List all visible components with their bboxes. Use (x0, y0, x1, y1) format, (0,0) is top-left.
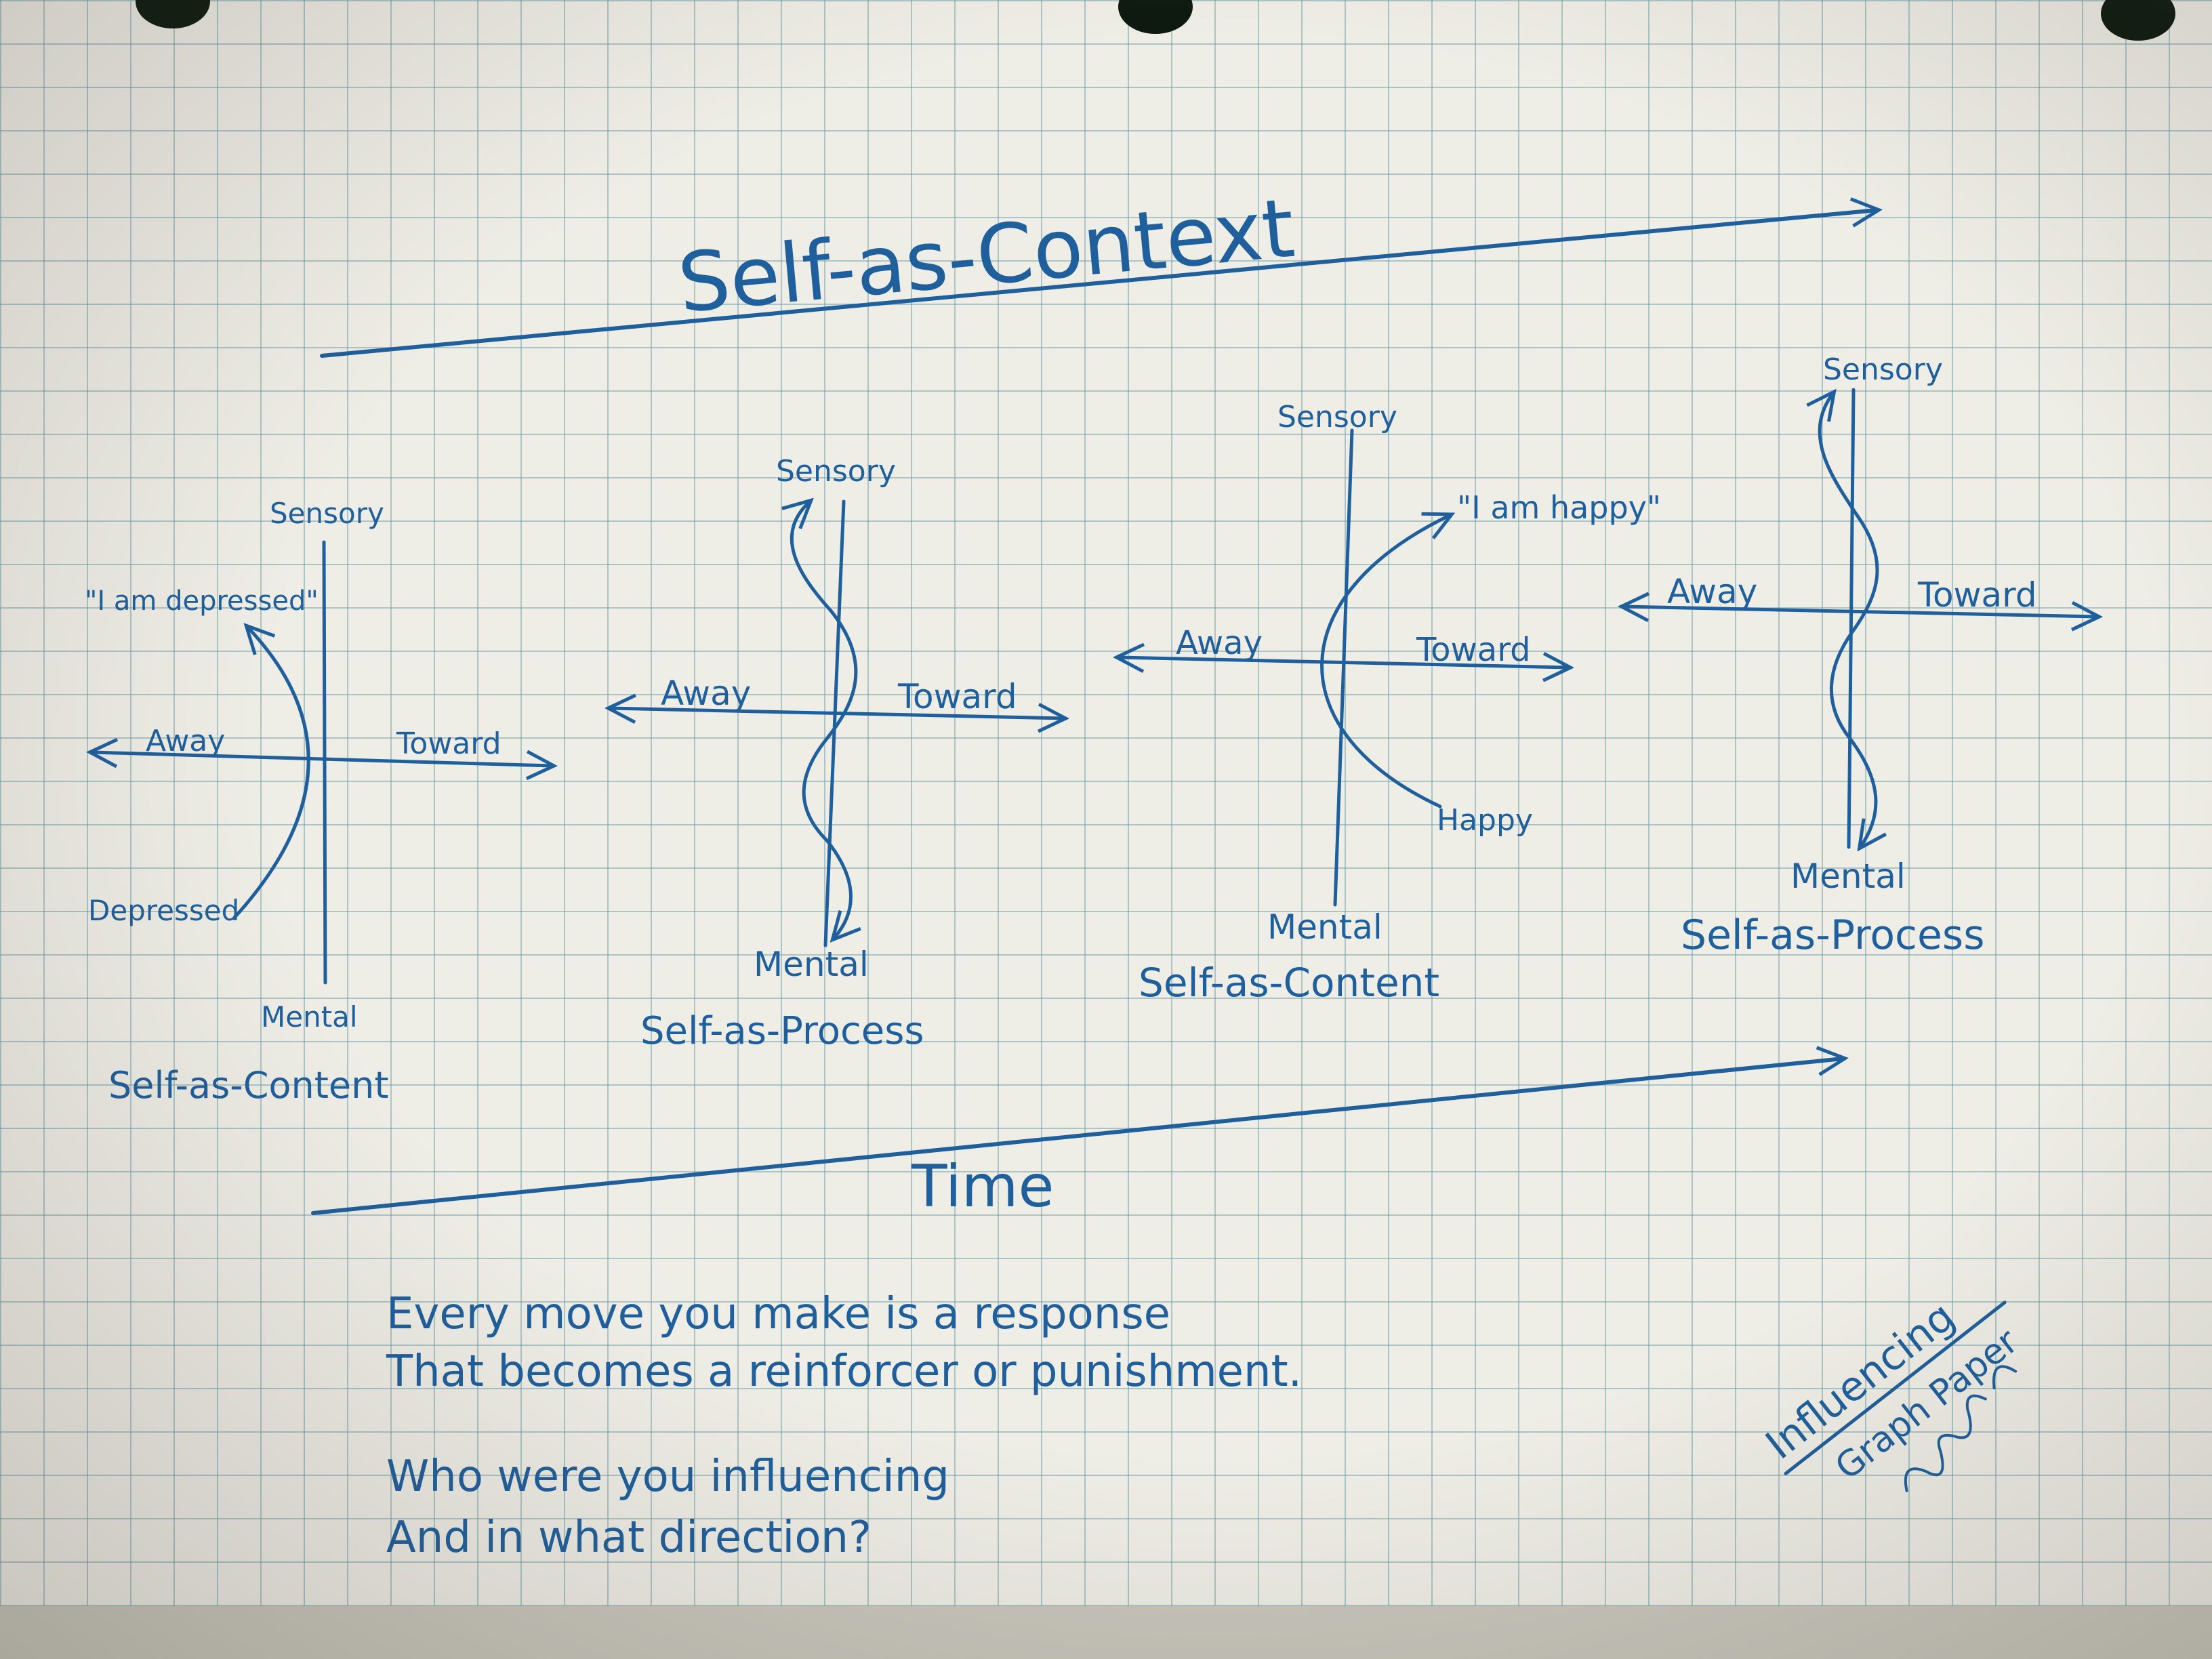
panel-3: Sensory Mental Away Toward "I am happy" … (1118, 400, 1661, 1006)
panel-1-bottom-label: Mental (261, 1000, 358, 1033)
signature-scribble (1904, 1365, 2018, 1492)
stamp: Influencing Graph Paper (1757, 1293, 2026, 1492)
panel-3-top-label: Sensory (1277, 400, 1397, 434)
note-line-4: And in what direction? (386, 1513, 872, 1563)
stamp-underline (1784, 1300, 2007, 1475)
panel-3-curve (1320, 515, 1450, 808)
panel-1-top-label: Sensory (270, 497, 384, 530)
panel-2-right-label: Toward (897, 677, 1017, 716)
panel-3-right-label: Toward (1416, 631, 1531, 669)
panel-4: Sensory Mental Away Toward Self-as-Proce… (1623, 352, 2097, 959)
panel-2-vertical-axis (823, 499, 846, 947)
panel-2-caption: Self-as-Process (640, 1009, 924, 1053)
context-arrow (320, 210, 1877, 358)
panel-2-top-label: Sensory (776, 454, 896, 489)
panel-1: Sensory Mental Away Toward "I am depress… (85, 497, 552, 1107)
panel-4-caption: Self-as-Process (1681, 912, 1984, 959)
panel-3-curve-bottom-label: Happy (1437, 803, 1533, 838)
context-title: Self-as-Context (674, 182, 1298, 331)
note-line-1: Every move you make is a response (386, 1289, 1170, 1339)
panel-4-left-label: Away (1667, 572, 1757, 611)
panel-4-curve (1820, 393, 1877, 847)
panel-3-vertical-axis (1333, 428, 1354, 907)
panel-1-curve (232, 627, 310, 920)
panel-4-right-label: Toward (1917, 575, 2037, 615)
time-arrow (311, 1059, 1843, 1215)
panel-2-curve (792, 501, 856, 939)
panel-1-horizontal-axis (91, 752, 552, 766)
panel-3-curve-top-label: "I am happy" (1457, 489, 1661, 526)
panel-1-vertical-axis (322, 540, 327, 985)
panel-2: Sensory Mental Away Toward Self-as-Proce… (610, 454, 1064, 1053)
panel-3-caption: Self-as-Content (1139, 960, 1439, 1006)
panel-1-left-label: Away (146, 724, 225, 758)
panel-1-curve-top-label: "I am depressed" (85, 586, 319, 617)
panel-3-horizontal-axis (1118, 657, 1569, 668)
panel-1-right-label: Toward (396, 726, 501, 761)
note-line-2: That becomes a reinforcer or punishment. (386, 1347, 1302, 1397)
panel-4-bottom-label: Mental (1790, 857, 1906, 896)
note-line-3: Who were you influencing (386, 1452, 949, 1502)
panel-4-top-label: Sensory (1823, 352, 1943, 387)
paper-bottom-edge (0, 1606, 2212, 1659)
panel-2-left-label: Away (661, 674, 751, 713)
panel-1-caption: Self-as-Content (108, 1064, 389, 1107)
panel-4-vertical-axis (1847, 388, 1856, 849)
panel-1-curve-bottom-label: Depressed (88, 894, 239, 927)
time-label: Time (911, 1153, 1054, 1221)
panel-2-bottom-label: Mental (754, 945, 869, 984)
panel-3-bottom-label: Mental (1267, 907, 1382, 947)
panel-3-left-label: Away (1176, 624, 1263, 662)
